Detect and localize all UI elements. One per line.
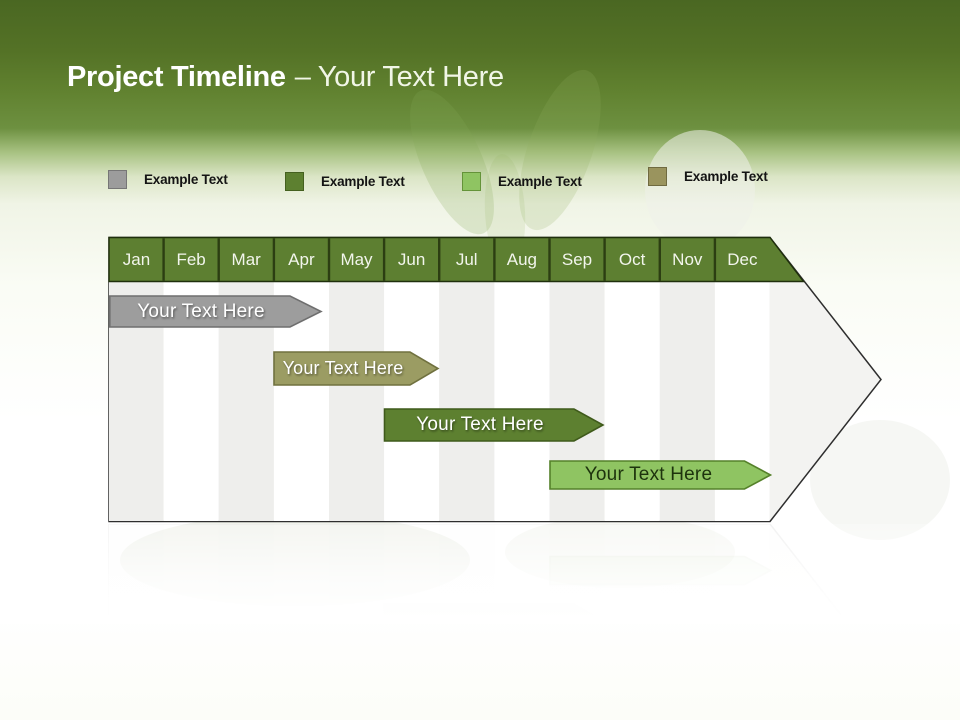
month-label-dec: Dec: [727, 250, 758, 269]
month-label-feb: Feb: [176, 250, 206, 269]
legend-swatch-gray: [108, 170, 127, 189]
month-label-sep: Sep: [561, 250, 593, 269]
task-bar-1-text: Your Text Here: [137, 301, 265, 322]
month-label-mar: Mar: [231, 250, 261, 269]
month-stripes: [109, 281, 770, 521]
header-gradient-band: [0, 0, 960, 128]
legend-item-3: Example Text: [462, 172, 582, 191]
task-bar-4-shape: [549, 460, 773, 490]
task-bar-4-label: Your Text Here: [552, 461, 745, 489]
task-bar-3-label: Your Text Here: [386, 409, 574, 441]
legend-item-1: Example Text: [108, 170, 228, 189]
task-bar-2-label: Your Text Here: [276, 352, 410, 385]
task-bar-1-label: Your Text Here: [112, 296, 290, 327]
task-bar-4-text: Your Text Here: [584, 464, 713, 485]
month-label-aug: Aug: [506, 250, 538, 269]
legend-item-2: Example Text: [285, 172, 405, 191]
page-title: Project Timeline– Your Text Here: [67, 61, 504, 94]
page-title-subtitle: – Your Text Here: [294, 61, 504, 93]
month-label-apr: Apr: [288, 250, 315, 269]
month-header-band: [108, 236, 805, 283]
task-bar-1-shape: [109, 295, 323, 328]
month-label-jun: Jun: [397, 250, 426, 269]
month-label-jan: Jan: [122, 250, 151, 269]
month-label-nov: Nov: [672, 250, 703, 269]
month-label-may: May: [340, 250, 373, 269]
legend-label-4: Example Text: [684, 169, 768, 184]
task-bar-3-shape: [383, 408, 605, 442]
legend-swatch-darkgreen: [285, 172, 304, 191]
task-bar-2-text: Your Text Here: [282, 358, 404, 378]
reflection-fade: [0, 524, 960, 624]
legend-item-4: Example Text: [648, 167, 768, 186]
task-bar-3-text: Your Text Here: [416, 414, 544, 435]
legend-label-2: Example Text: [321, 174, 405, 189]
task-bar-2-shape: [273, 351, 440, 386]
month-label-jul: Jul: [455, 250, 478, 269]
legend-label-3: Example Text: [498, 174, 582, 189]
legend-label-1: Example Text: [144, 172, 228, 187]
month-label-oct: Oct: [618, 250, 646, 269]
legend-swatch-olive: [648, 167, 667, 186]
legend-swatch-lightgreen: [462, 172, 481, 191]
header-fade-band: [0, 128, 960, 204]
page-title-main: Project Timeline: [67, 61, 286, 93]
month-separators: [162, 238, 717, 281]
